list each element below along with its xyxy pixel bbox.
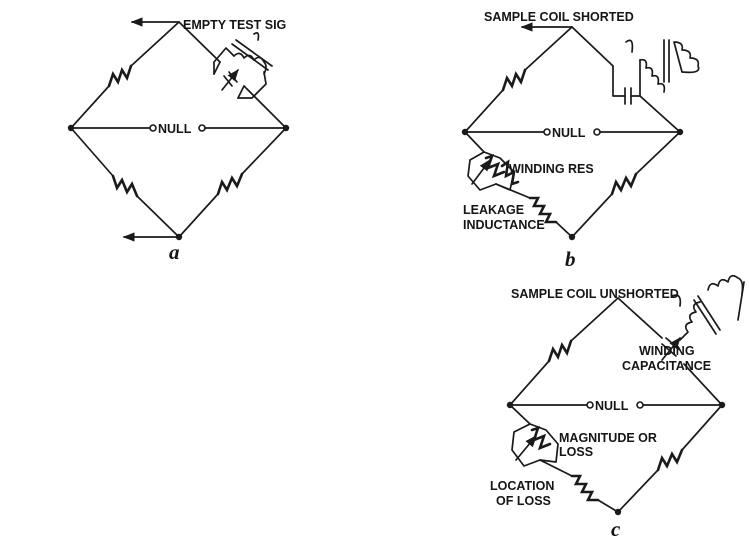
diagram-c-null-bridge: NULL (509, 399, 723, 413)
diagram-a-resistor-top-left (70, 21, 180, 129)
diagram-a-test-signal-label: EMPTY TEST SIG (183, 18, 286, 32)
diagram-c-magnitude-label-2: LOSS (559, 445, 593, 459)
diagram-c-magnitude-label-1: MAGNITUDE OR (559, 431, 657, 445)
diagram-a-resistor-bottom-left (70, 127, 180, 238)
diagram-c-loss-network (509, 404, 619, 513)
diagram-b-null-label: NULL (552, 126, 586, 140)
diagram-b-winding-network (464, 131, 573, 238)
diagram-c-null-label: NULL (595, 399, 629, 413)
diagram-c-resistor-bottom-right (617, 404, 723, 513)
diagram-b-node-right (676, 128, 684, 136)
diagram-c-node-right (718, 401, 726, 409)
diagram-a-node-left (67, 124, 75, 132)
diagram-b-winding-res-label: WINDING RES (509, 162, 594, 176)
diagram-a-resistor-bottom-right (178, 127, 287, 238)
diagram-c-location-label-1: LOCATION (490, 479, 554, 493)
diagram-b-coil-state-label: SAMPLE COIL SHORTED (484, 10, 634, 24)
diagram-b-resistor-top-left (464, 26, 573, 133)
diagram-c-winding-cap-label-2: CAPACITANCE (622, 359, 711, 373)
diagram-b: NULL SAMPLE COIL SHORTED WINDING RES LEA… (461, 10, 700, 271)
diagram-b-null-bridge: NULL (464, 126, 681, 140)
diagram-b-caption: b (565, 247, 576, 271)
diagram-c-coil-state-label: SAMPLE COIL UNSHORTED (511, 287, 679, 301)
diagram-c-location-label-2: OF LOSS (496, 494, 551, 508)
diagram-a-node-right (282, 124, 290, 132)
diagram-a: NULL EMPTY TEST SIG a (67, 17, 290, 264)
diagram-b-resistor-bottom-right (571, 131, 681, 238)
diagram-a-null-label: NULL (158, 122, 192, 136)
diagram-c-caption: c (611, 517, 621, 541)
diagram-a-test-coil-arm (178, 21, 287, 129)
diagram-a-caption: a (169, 240, 180, 264)
diagram-b-node-left (461, 128, 469, 136)
diagram-b-leakage-label-2: INDUCTANCE (463, 218, 545, 232)
diagram-b-sample-coil-arm (571, 26, 700, 133)
diagram-c-resistor-top-left (509, 297, 619, 406)
diagram-c-node-bottom (614, 508, 622, 516)
diagram-b-leakage-label-1: LEAKAGE (463, 203, 524, 217)
diagram-c-sample-coil-arm (617, 274, 745, 406)
diagram-c-winding-cap-label-1: WINDING (639, 344, 695, 358)
diagram-c-node-left (506, 401, 514, 409)
diagram-a-null-bridge: NULL (70, 122, 287, 136)
diagram-b-node-bottom (568, 233, 576, 241)
diagram-c: NULL SAMPLE COIL UNSHORTED WINDING CAPAC… (490, 274, 745, 541)
